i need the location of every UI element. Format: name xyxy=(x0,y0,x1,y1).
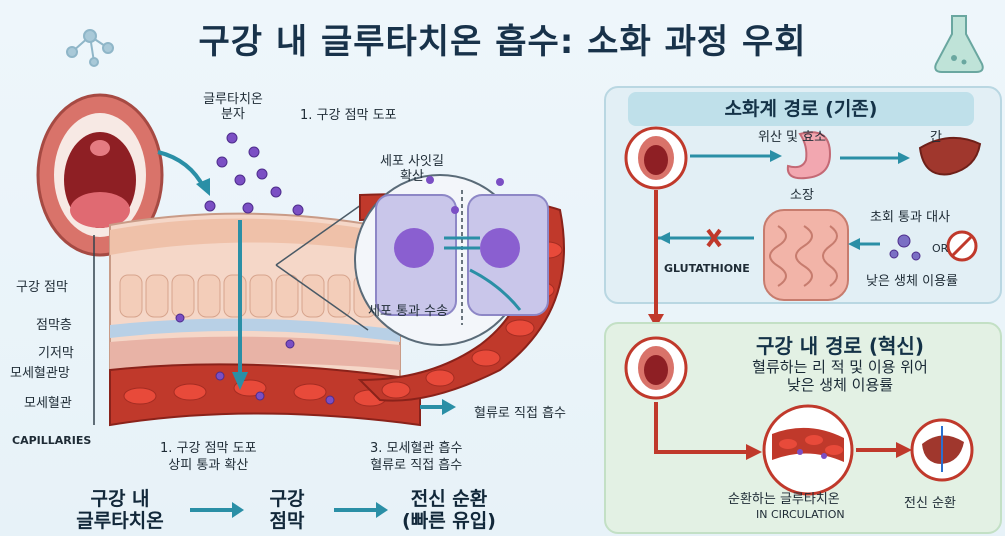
tissue-block xyxy=(109,212,401,381)
flask-icon xyxy=(934,15,984,73)
bottom-step1: 1. 구강 점막 도포 상피 통과 확산 xyxy=(160,441,257,473)
flow-arrow-2 xyxy=(334,502,388,518)
capillaries-label: CAPILLARIES xyxy=(12,434,92,447)
layer-label-basement: 기저막 xyxy=(38,346,74,361)
innovative-route-subtitle: 혈류하는 리 적 및 이용 위어 낮은 생체 이용률 xyxy=(752,358,928,394)
layer-label-mucosal-layer: 점막층 xyxy=(36,318,72,333)
innovative-route-diagram xyxy=(624,336,974,496)
in-circulation-label: IN CIRCULATION xyxy=(756,508,845,521)
flow-item-systemic: 전신 순환 (빠른 유입) xyxy=(402,488,496,532)
transcellular-label: 세포 통과 수송 xyxy=(368,304,449,319)
traditional-route-diagram xyxy=(624,126,982,328)
cell-inset xyxy=(354,174,549,346)
small-intestine-label: 소장 xyxy=(790,188,814,203)
innovative-route-title: 구강 내 경로 (혁신) xyxy=(756,334,924,358)
or-label: OR xyxy=(932,242,949,255)
circulating-label: 순환하는 글루타치온 xyxy=(728,492,840,507)
flow-item-mucosa: 구강 점막 xyxy=(269,488,305,532)
traditional-route-title: 소화계 경로 (기존) xyxy=(628,92,974,126)
low-bioavailability-label: 낮은 생체 이용률 xyxy=(866,274,958,289)
layer-label-capillary-network: 모세혈관망 xyxy=(10,366,70,381)
bloodstream-label: 혈류로 직접 흡수 xyxy=(474,406,566,421)
glutathione-label: GLUTATHIONE xyxy=(664,262,750,275)
stomach-label: 위산 및 효소 xyxy=(758,130,827,145)
page-title: 구강 내 글루타치온 흡수: 소화 과정 우회 xyxy=(198,22,807,62)
first-pass-label: 초회 통과 대사 xyxy=(870,210,951,225)
paracellular-label: 세포 사잇길 확산 xyxy=(380,154,444,184)
layer-label-mucosa: 구강 점막 xyxy=(16,280,68,295)
layer-label-capillary: 모세혈관 xyxy=(24,396,72,411)
step1-label: 1. 구강 점막 도포 xyxy=(300,108,397,123)
molecule-label: 글루타치온 분자 xyxy=(203,92,263,122)
molecule-icon xyxy=(66,29,114,67)
bottom-step3: 3. 모세혈관 흡수 혈류로 직접 흡수 xyxy=(370,441,463,473)
flow-item-oral-glutathione: 구강 내 글루타치온 xyxy=(76,488,164,532)
systemic-circulation-label: 전신 순환 xyxy=(904,496,956,511)
glutathione-molecules xyxy=(175,132,335,405)
mouth-illustration xyxy=(36,93,164,257)
liver-label: 간 xyxy=(930,130,942,145)
tissue-illustration xyxy=(36,93,565,427)
flow-arrow-1 xyxy=(190,502,244,518)
